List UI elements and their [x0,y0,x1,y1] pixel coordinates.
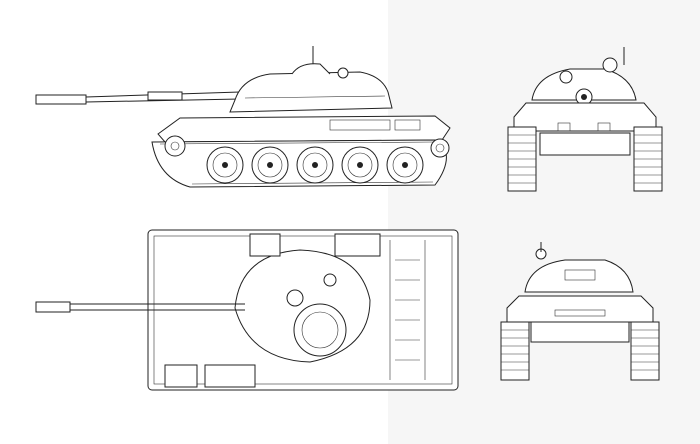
tracks-rear [500,321,660,381]
turret [229,46,393,113]
hull [157,115,451,143]
rear-view-drawing [500,242,660,381]
side-view [30,40,470,200]
turret-rear [524,242,634,293]
hull-front [513,102,657,156]
gun-barrel-top [35,301,245,313]
road-wheels [164,135,450,184]
rear-view [495,240,665,385]
tracks-front [507,126,663,192]
turret-top [234,249,371,363]
front-view [500,45,670,195]
side-view-drawing [35,46,451,188]
top-view [30,220,470,400]
top-view-drawing [35,229,459,391]
stowage-boxes [164,233,381,388]
gun-barrel [35,91,241,105]
front-view-drawing [507,47,663,192]
turret-front [531,47,637,106]
